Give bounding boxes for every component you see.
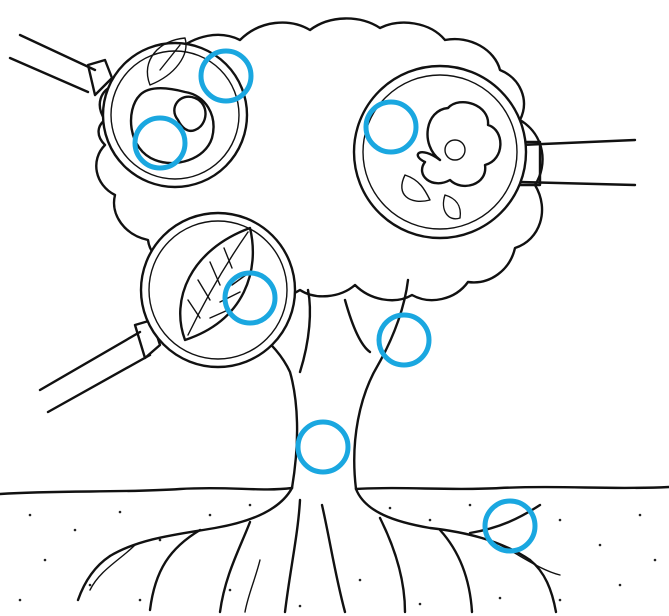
hotspot-roots[interactable] [485,501,535,551]
hotspot-branch[interactable] [379,315,429,365]
hotspot-trunk[interactable] [298,422,348,472]
hotspot-leaf[interactable] [225,273,275,323]
soil-texture [19,504,657,608]
hotspot-fruit-lower[interactable] [135,118,185,168]
ground-line [0,487,669,494]
hotspot-flower[interactable] [366,102,416,152]
roots [78,488,560,612]
hotspot-fruit-upper[interactable] [201,51,251,101]
